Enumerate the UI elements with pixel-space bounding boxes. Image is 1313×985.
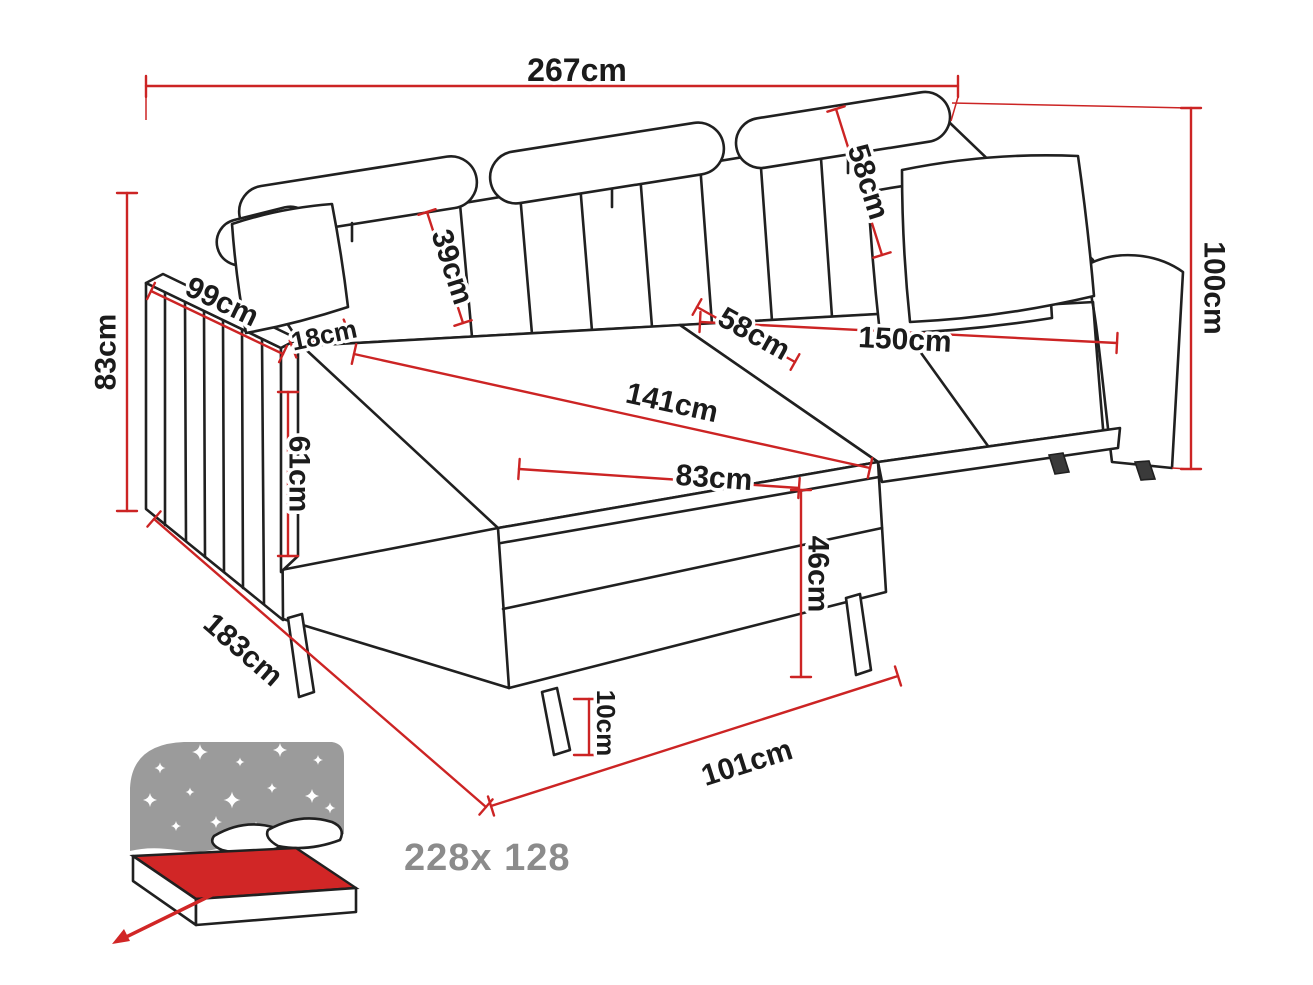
dim-label-leg-height: 10cm xyxy=(591,690,621,757)
dim-armrest-depth-line xyxy=(145,281,289,364)
dim-front-width-line xyxy=(486,665,903,817)
dim-seat-width-line xyxy=(698,310,1119,355)
dim-left-side-height-line xyxy=(115,191,139,513)
pillow-right-front xyxy=(900,153,1096,324)
dim-overall-height-line xyxy=(951,102,1203,471)
sofa-drawing xyxy=(144,90,1185,757)
dim-label-left-side-height: 83cm xyxy=(90,314,123,391)
dim-total-width-line xyxy=(144,74,960,122)
chaise-left-bottom-edge xyxy=(281,617,511,690)
chaise-left-top-edge xyxy=(279,526,500,572)
foot-right-outer xyxy=(1133,460,1157,481)
dim-headrest-panel-line xyxy=(417,208,473,327)
base-right xyxy=(876,426,1122,484)
sleeping-function-bed-icon xyxy=(112,742,360,944)
dim-label-front-width: 101cm xyxy=(697,733,796,793)
dim-armrest-top-width-line xyxy=(288,318,352,359)
dim-seat-depth-line xyxy=(691,298,801,371)
dim-backrest-panel-line xyxy=(826,105,892,259)
armrest-right xyxy=(1085,253,1185,470)
sleeping-area-size-label: 228x 128 xyxy=(404,837,571,879)
chaise-front-seam xyxy=(501,526,884,611)
dim-armrest-height-line xyxy=(276,390,300,558)
dim-label-seat-width: 150cm xyxy=(857,321,952,359)
dim-label-chaise-front-length: 83cm xyxy=(675,459,754,497)
seat-cushion-divider xyxy=(891,312,990,448)
dim-label-total-depth: 183cm xyxy=(197,607,289,693)
pillow-left xyxy=(230,202,350,335)
headrest-hinges xyxy=(350,154,850,243)
dim-label-armrest-height: 61cm xyxy=(283,436,316,513)
dim-label-overall-height: 100cm xyxy=(1198,241,1231,334)
bed-pillow-right xyxy=(265,817,344,850)
pullout-arrow-line xyxy=(121,890,219,941)
dim-leg-height-line xyxy=(572,697,606,757)
leg-chaise-front-right xyxy=(844,592,873,677)
dim-label-seat-height: 46cm xyxy=(802,536,835,613)
pullout-arrow-head xyxy=(112,929,130,944)
leg-chaise-front-left xyxy=(540,686,572,757)
backrest-tuft-seams xyxy=(458,142,834,339)
foot-right-inner xyxy=(1047,452,1071,475)
dim-chaise-front-line xyxy=(517,457,801,500)
dim-label-total-width: 267cm xyxy=(527,52,627,88)
armrest-left-stripes xyxy=(163,290,266,606)
dim-chaise-length-line xyxy=(350,343,874,479)
armrest-right-inner-edge xyxy=(1091,300,1106,442)
dim-seat-height-line xyxy=(789,488,813,679)
dimension-lines xyxy=(115,74,1203,817)
chaise-cushion-edge xyxy=(499,475,881,545)
mattress-front-face xyxy=(194,886,358,927)
leg-under-armrest xyxy=(286,612,316,699)
